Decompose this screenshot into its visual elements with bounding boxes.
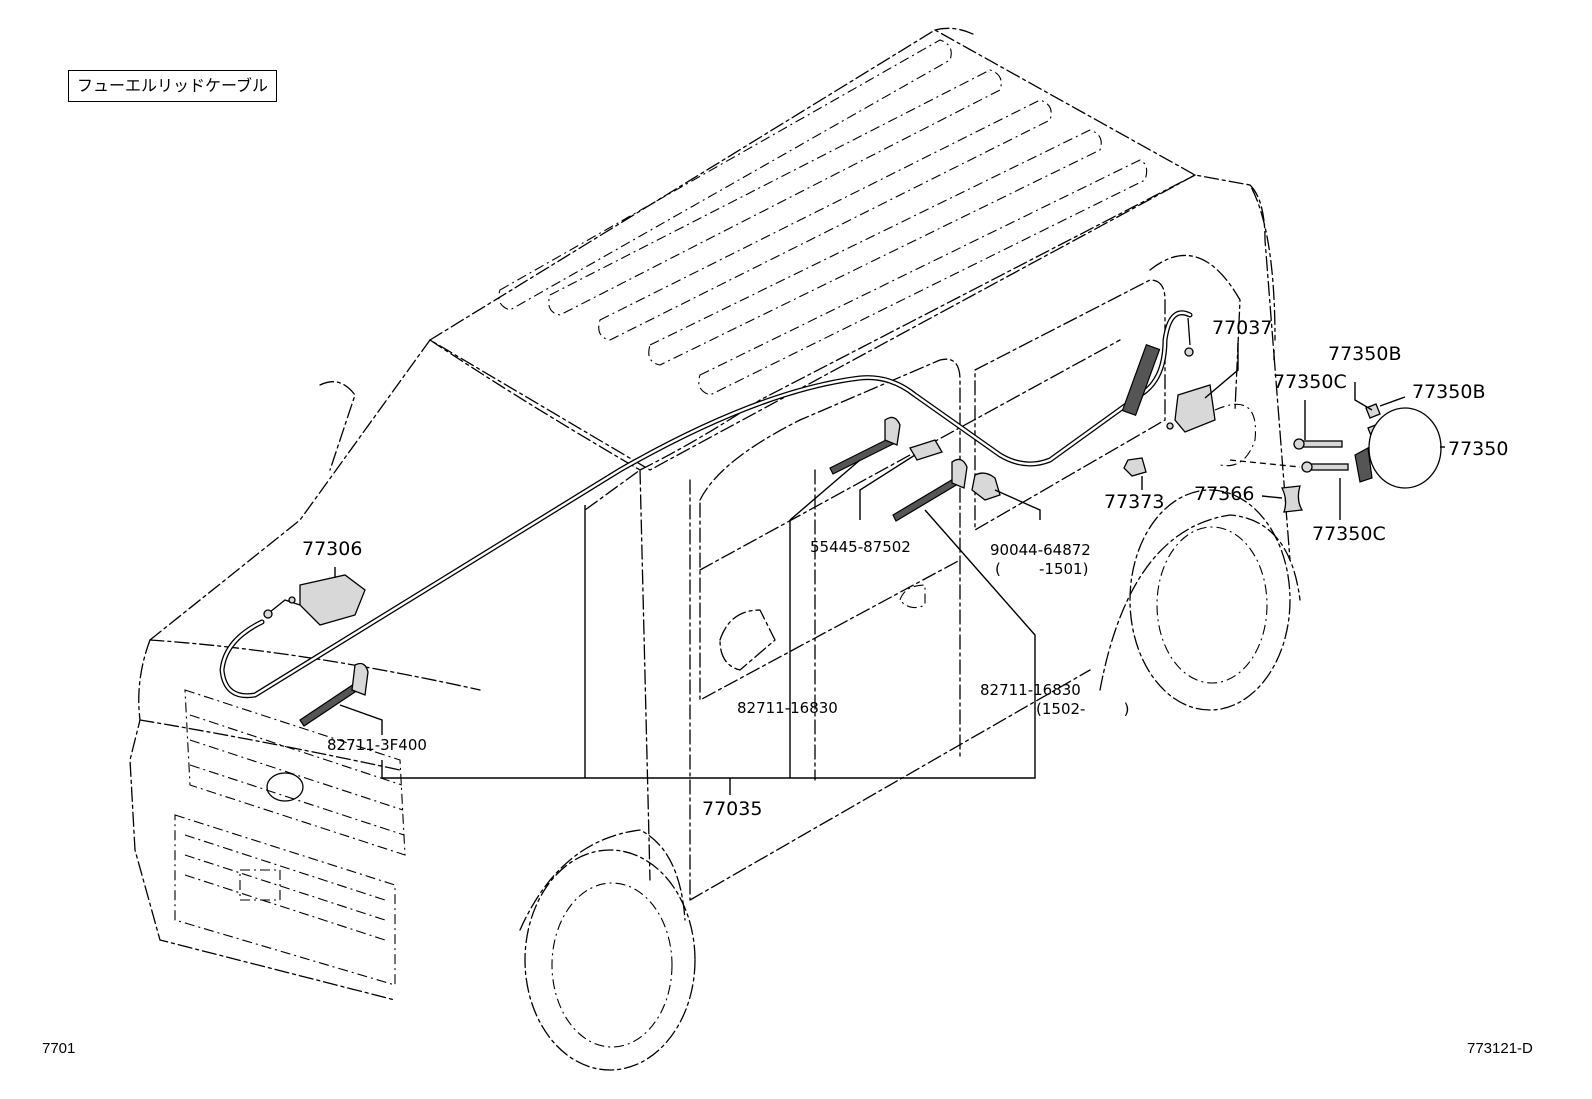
fuel-lid-cable [219, 310, 1194, 699]
label-77035: 77035 [702, 798, 762, 820]
label-77373: 77373 [1104, 491, 1164, 513]
part-77350-fuel-lid [1354, 407, 1442, 489]
label-77350C-top: 77350C [1273, 371, 1347, 393]
label-55445-87502: 55445-87502 [810, 538, 911, 556]
part-77350C-bolts [1229, 438, 1349, 473]
label-77350C-bottom: 77350C [1312, 523, 1386, 545]
diagram-title: フューエルリッドケーブル [68, 70, 278, 102]
part-77366-cushion [1281, 485, 1304, 513]
label-82711-16830-a: 82711-16830 [737, 699, 838, 717]
part-labels: 77306 82711-3F400 82711-16830 77035 5544… [302, 317, 1508, 820]
label-77306: 77306 [302, 538, 362, 560]
figure-ref: 7701 [42, 1040, 75, 1057]
label-90044-64872: 90044-64872 [990, 541, 1091, 559]
part-82711-16830-b-clamp [892, 458, 968, 522]
part-82711-3F400-clamp [299, 662, 369, 727]
label-82711-16830-b-range: (1502- ) [1036, 700, 1129, 718]
label-77350: 77350 [1448, 438, 1508, 460]
leader-lines [334, 343, 1445, 795]
label-77366: 77366 [1194, 483, 1254, 505]
diagram-code: 773121-D [1467, 1040, 1533, 1057]
label-82711-3F400: 82711-3F400 [327, 736, 427, 754]
vehicle-outline [129, 27, 1301, 1071]
label-77350B-top: 77350B [1328, 343, 1401, 365]
part-82711-16830-a-clamp [829, 416, 901, 475]
part-77037-bracket [1166, 384, 1257, 467]
label-82711-16830-b: 82711-16830 [980, 681, 1081, 699]
part-77306-lever [263, 574, 366, 626]
label-77037: 77037 [1212, 317, 1272, 339]
part-77373-grommet [1123, 457, 1147, 477]
part-90044-64872-clip [971, 472, 1001, 501]
label-90044-range: ( -1501) [995, 560, 1088, 578]
part-55445-87502-tape [909, 439, 943, 461]
label-77350B-right: 77350B [1412, 381, 1485, 403]
